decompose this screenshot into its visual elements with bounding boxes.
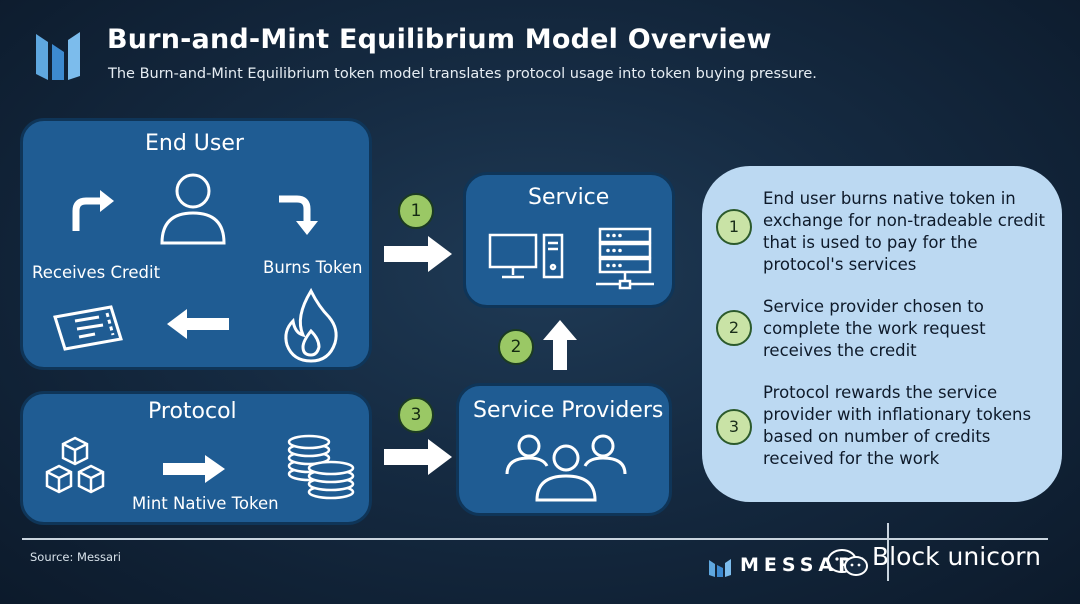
info-step-text-3: Protocol rewards the service provider wi… [763, 383, 1032, 468]
info-step-text-2: Service provider chosen to complete the … [763, 297, 986, 360]
messari-logo-icon [36, 32, 80, 80]
info-step-badge-3: 3 [716, 409, 752, 445]
server-icon [596, 227, 654, 290]
service-providers-box: Service Providers [456, 383, 672, 516]
flow-arrow-up-icon [543, 320, 577, 370]
curved-arrow-down-right-icon [279, 195, 318, 235]
ticket-credit-icon [53, 305, 123, 351]
footer-divider [22, 538, 1048, 540]
user-icon [160, 173, 226, 245]
protocol-box: Protocol Mint Native Token [20, 391, 372, 525]
protocol-title: Protocol [148, 399, 237, 424]
coins-icon [287, 434, 355, 500]
burns-token-label: Burns Token [263, 258, 363, 277]
blocks-icon [45, 436, 105, 494]
fire-icon [284, 287, 338, 363]
group-of-people-icon [505, 434, 627, 502]
desktop-computer-icon [488, 233, 564, 279]
source-note: Source: Messari [30, 550, 121, 564]
info-step-text-1: End user burns native token in exchange … [763, 189, 1045, 274]
step-badge-2: 2 [498, 329, 534, 365]
wechat-icon [827, 549, 868, 576]
arrow-left-icon [167, 309, 229, 339]
curved-arrow-up-right-icon [72, 190, 114, 231]
info-step-badge-2: 2 [716, 310, 752, 346]
info-step-badge-1: 1 [716, 209, 752, 245]
service-title: Service [528, 185, 610, 210]
service-providers-title: Service Providers [473, 398, 664, 423]
end-user-box: End User Receives Credit Burns Token [20, 118, 372, 370]
mint-native-token-label: Mint Native Token [132, 494, 279, 513]
footer-vertical-divider [887, 523, 889, 581]
messari-footer-logo-icon [709, 559, 731, 577]
flow-arrow-to-service-icon [384, 236, 452, 272]
receives-credit-label: Receives Credit [32, 263, 161, 282]
explanation-panel: 1 End user burns native token in exchang… [702, 166, 1062, 502]
watermark-text: Block unicorn [872, 542, 1041, 571]
service-box: Service [463, 172, 675, 308]
arrow-right-icon [163, 455, 225, 483]
step-badge-3: 3 [398, 397, 434, 433]
page-subtitle: The Burn-and-Mint Equilibrium token mode… [108, 66, 817, 82]
end-user-title: End User [145, 131, 244, 156]
step-badge-1: 1 [398, 193, 434, 229]
flow-arrow-to-providers-icon [384, 439, 452, 475]
page-title: Burn-and-Mint Equilibrium Model Overview [107, 24, 772, 55]
